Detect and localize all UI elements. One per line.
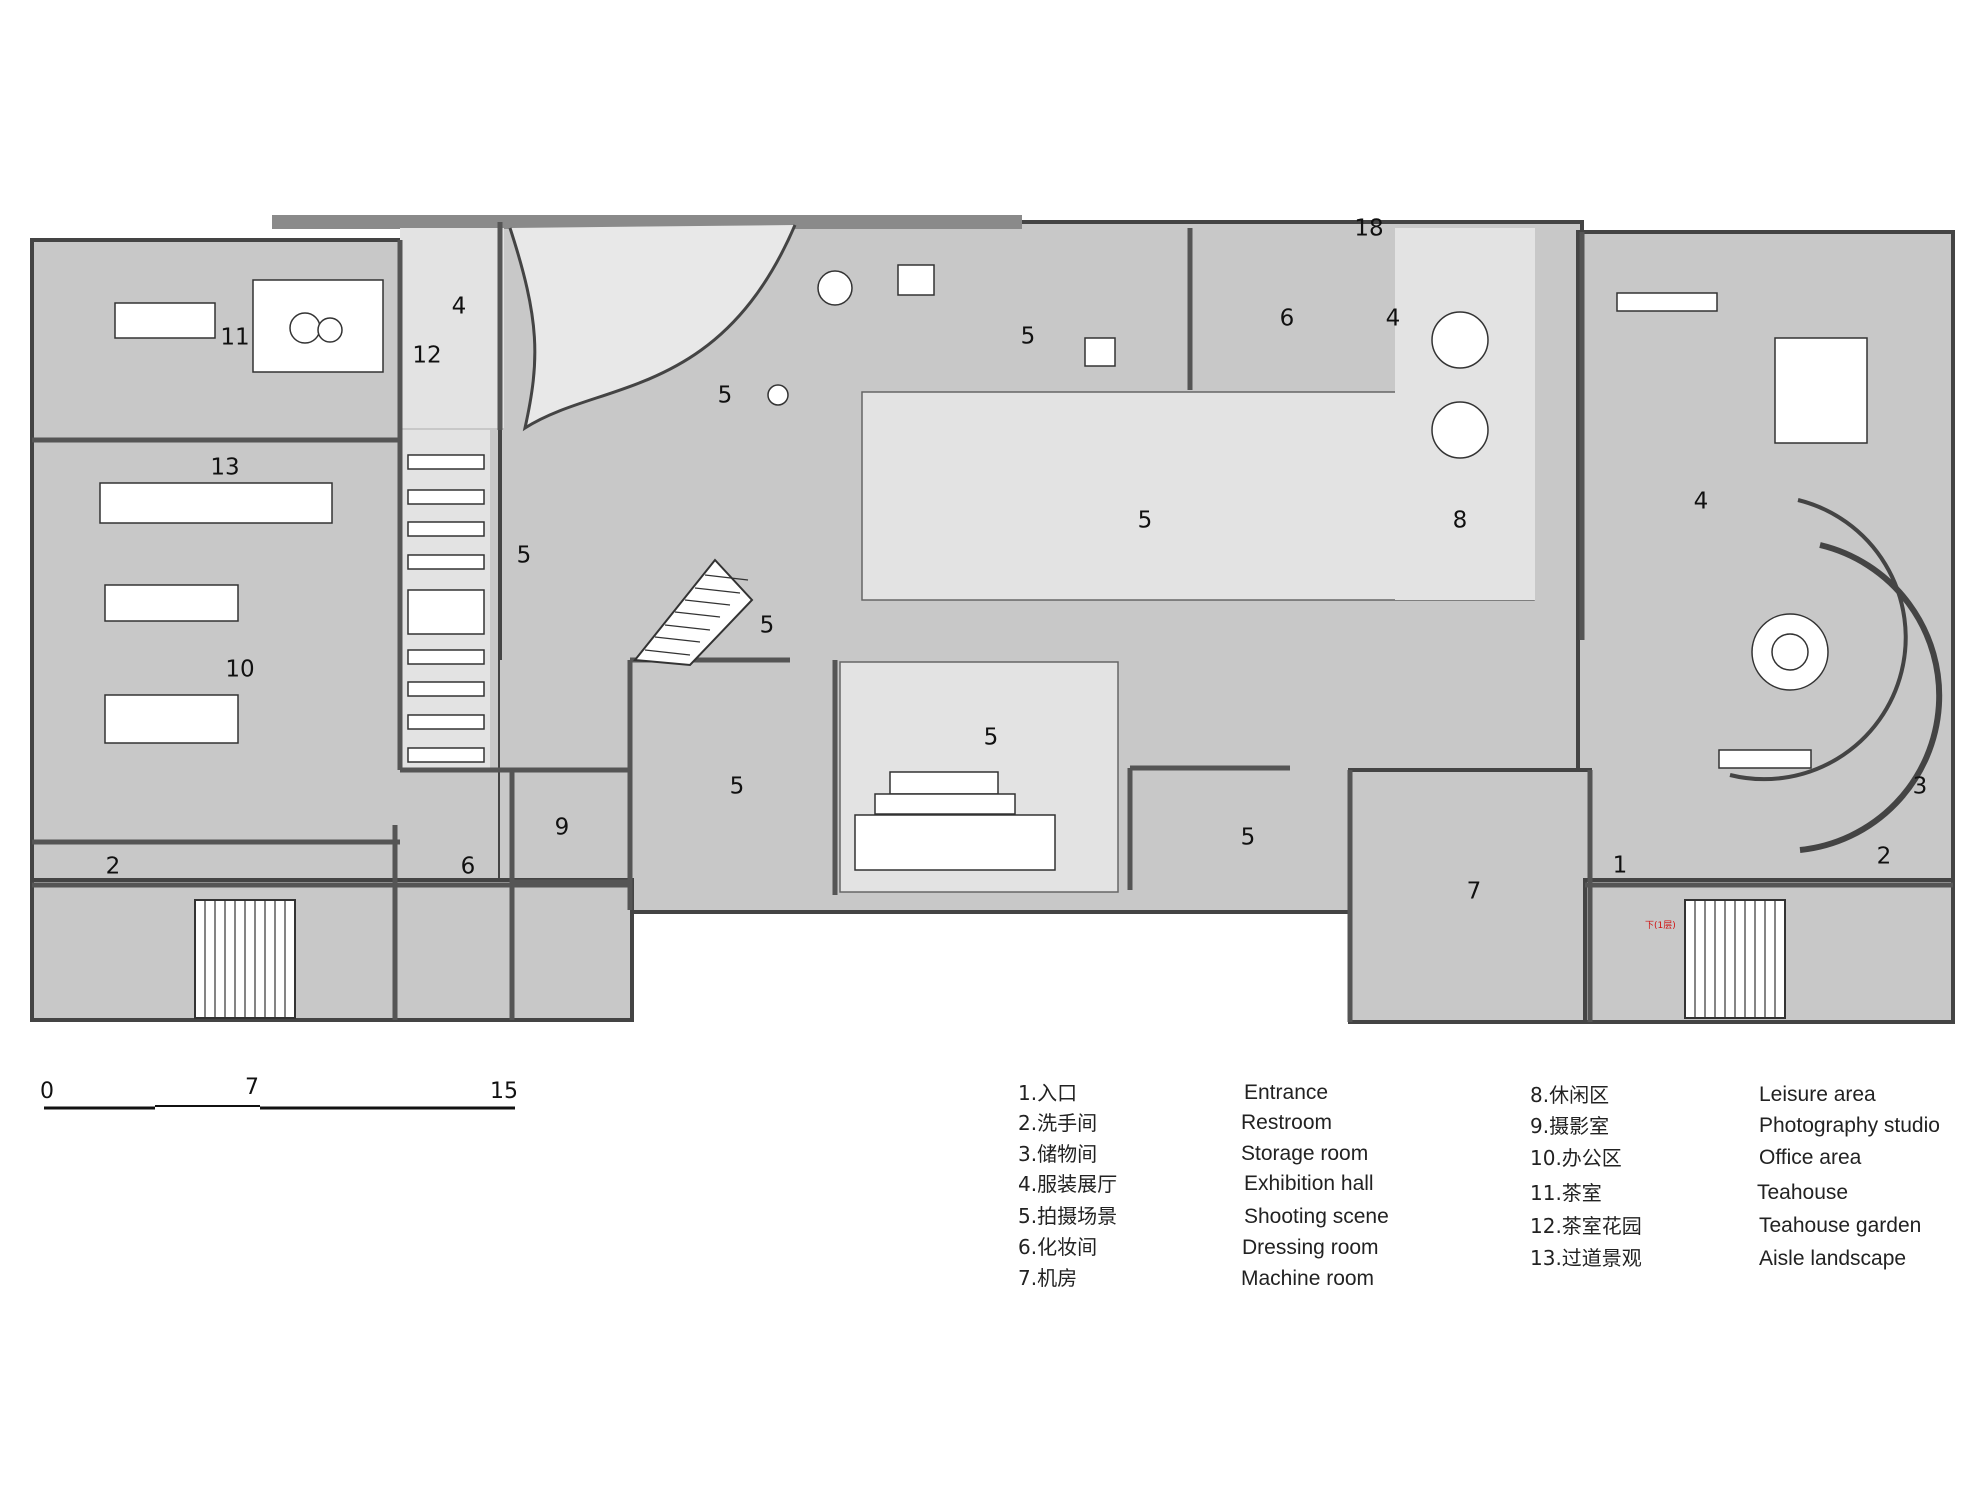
legend-cn-4: 4.服装展厅 xyxy=(1018,1172,1117,1196)
legend: 1.入口 2.洗手间 3.储物间 4.服装展厅 5.拍摄场景 6.化妆间 7.机… xyxy=(1018,1081,1940,1290)
room-labels: 11 12 13 10 2 6 9 5 5 5 5 5 5 5 5 6 4 4 … xyxy=(106,216,1928,905)
label-photo-studio: 9 xyxy=(555,815,570,841)
curved-ribbon xyxy=(508,224,797,432)
furniture xyxy=(99,264,1868,871)
scale-0: 0 xyxy=(40,1079,54,1104)
label-exhibition-2: 4 xyxy=(1386,306,1401,332)
stairs-center xyxy=(633,558,754,667)
stair-note: 下(1层) xyxy=(1645,920,1676,931)
label-teahouse-garden: 12 xyxy=(412,343,441,369)
legend-en-8: Leisure area xyxy=(1759,1083,1876,1106)
stairs-right: 下(1层) xyxy=(1645,899,1786,1019)
legend-cn-12: 12.茶室花园 xyxy=(1530,1214,1642,1238)
legend-cn-8: 8.休闲区 xyxy=(1530,1083,1609,1107)
label-shooting-6: 5 xyxy=(730,774,745,800)
scale-15: 15 xyxy=(490,1079,518,1104)
legend-cn-13: 13.过道景观 xyxy=(1530,1246,1642,1270)
exhibition-curve-wall xyxy=(1729,498,1908,782)
label-shooting-2: 5 xyxy=(1021,324,1036,350)
label-shooting-4: 5 xyxy=(760,613,775,639)
stairs-left xyxy=(194,899,296,1019)
label-shooting-3: 5 xyxy=(517,543,532,569)
legend-cn-10: 10.办公区 xyxy=(1530,1146,1622,1170)
interior-walls xyxy=(32,222,1953,1022)
label-restroom-right: 2 xyxy=(1877,844,1892,870)
label-dressing-right: 6 xyxy=(1280,306,1295,332)
legend-en-5: Shooting scene xyxy=(1244,1205,1389,1228)
legend-cn-11: 11.茶室 xyxy=(1530,1181,1602,1205)
legend-en-10: Office area xyxy=(1759,1146,1862,1169)
legend-cn-9: 9.摄影室 xyxy=(1530,1114,1609,1138)
label-aisle-landscape: 13 xyxy=(210,455,239,481)
label-leisure: 8 xyxy=(1453,508,1468,534)
legend-en-12: Teahouse garden xyxy=(1759,1214,1921,1237)
legend-en-4: Exhibition hall xyxy=(1244,1172,1374,1195)
label-shooting-8: 5 xyxy=(1241,825,1256,851)
label-entrance: 1 xyxy=(1613,853,1628,879)
label-storage: 3 xyxy=(1913,774,1928,800)
top-extension xyxy=(272,215,1022,229)
legend-en-13: Aisle landscape xyxy=(1759,1247,1906,1270)
label-shooting-1: 5 xyxy=(718,383,733,409)
legend-en-2: Restroom xyxy=(1241,1111,1332,1134)
label-shooting-5: 5 xyxy=(1138,508,1153,534)
machine-room-floor xyxy=(1348,768,1592,1024)
label-restroom-left: 2 xyxy=(106,854,121,880)
legend-en-11: Teahouse xyxy=(1757,1181,1848,1204)
scale-7: 7 xyxy=(245,1075,259,1100)
legend-cn-6: 6.化妆间 xyxy=(1018,1235,1097,1259)
scale-bar: 0 7 15 xyxy=(40,1075,518,1110)
legend-en-1: Entrance xyxy=(1244,1081,1328,1104)
legend-cn-3: 3.储物间 xyxy=(1018,1142,1097,1166)
legend-cn-1: 1.入口 xyxy=(1018,1081,1077,1105)
legend-cn-5: 5.拍摄场景 xyxy=(1018,1204,1117,1228)
label-machine-room: 7 xyxy=(1467,879,1482,905)
label-18: 18 xyxy=(1354,216,1383,242)
legend-cn-2: 2.洗手间 xyxy=(1018,1111,1097,1135)
legend-en-3: Storage room xyxy=(1241,1142,1368,1165)
label-shooting-7: 5 xyxy=(984,725,999,751)
label-dressing-left: 6 xyxy=(461,854,476,880)
legend-en-6: Dressing room xyxy=(1242,1236,1379,1259)
exhibition-curve-outer xyxy=(1799,542,1943,853)
zone-12 xyxy=(400,228,504,428)
legend-en-7: Machine room xyxy=(1241,1267,1374,1290)
label-exhibition-1: 4 xyxy=(452,294,467,320)
bottom-left-block xyxy=(30,878,634,1022)
label-exhibition-3: 4 xyxy=(1694,489,1709,515)
label-office: 10 xyxy=(225,657,254,683)
label-teahouse: 11 xyxy=(220,325,249,351)
legend-cn-7: 7.机房 xyxy=(1018,1266,1077,1290)
legend-en-9: Photography studio xyxy=(1759,1114,1940,1137)
